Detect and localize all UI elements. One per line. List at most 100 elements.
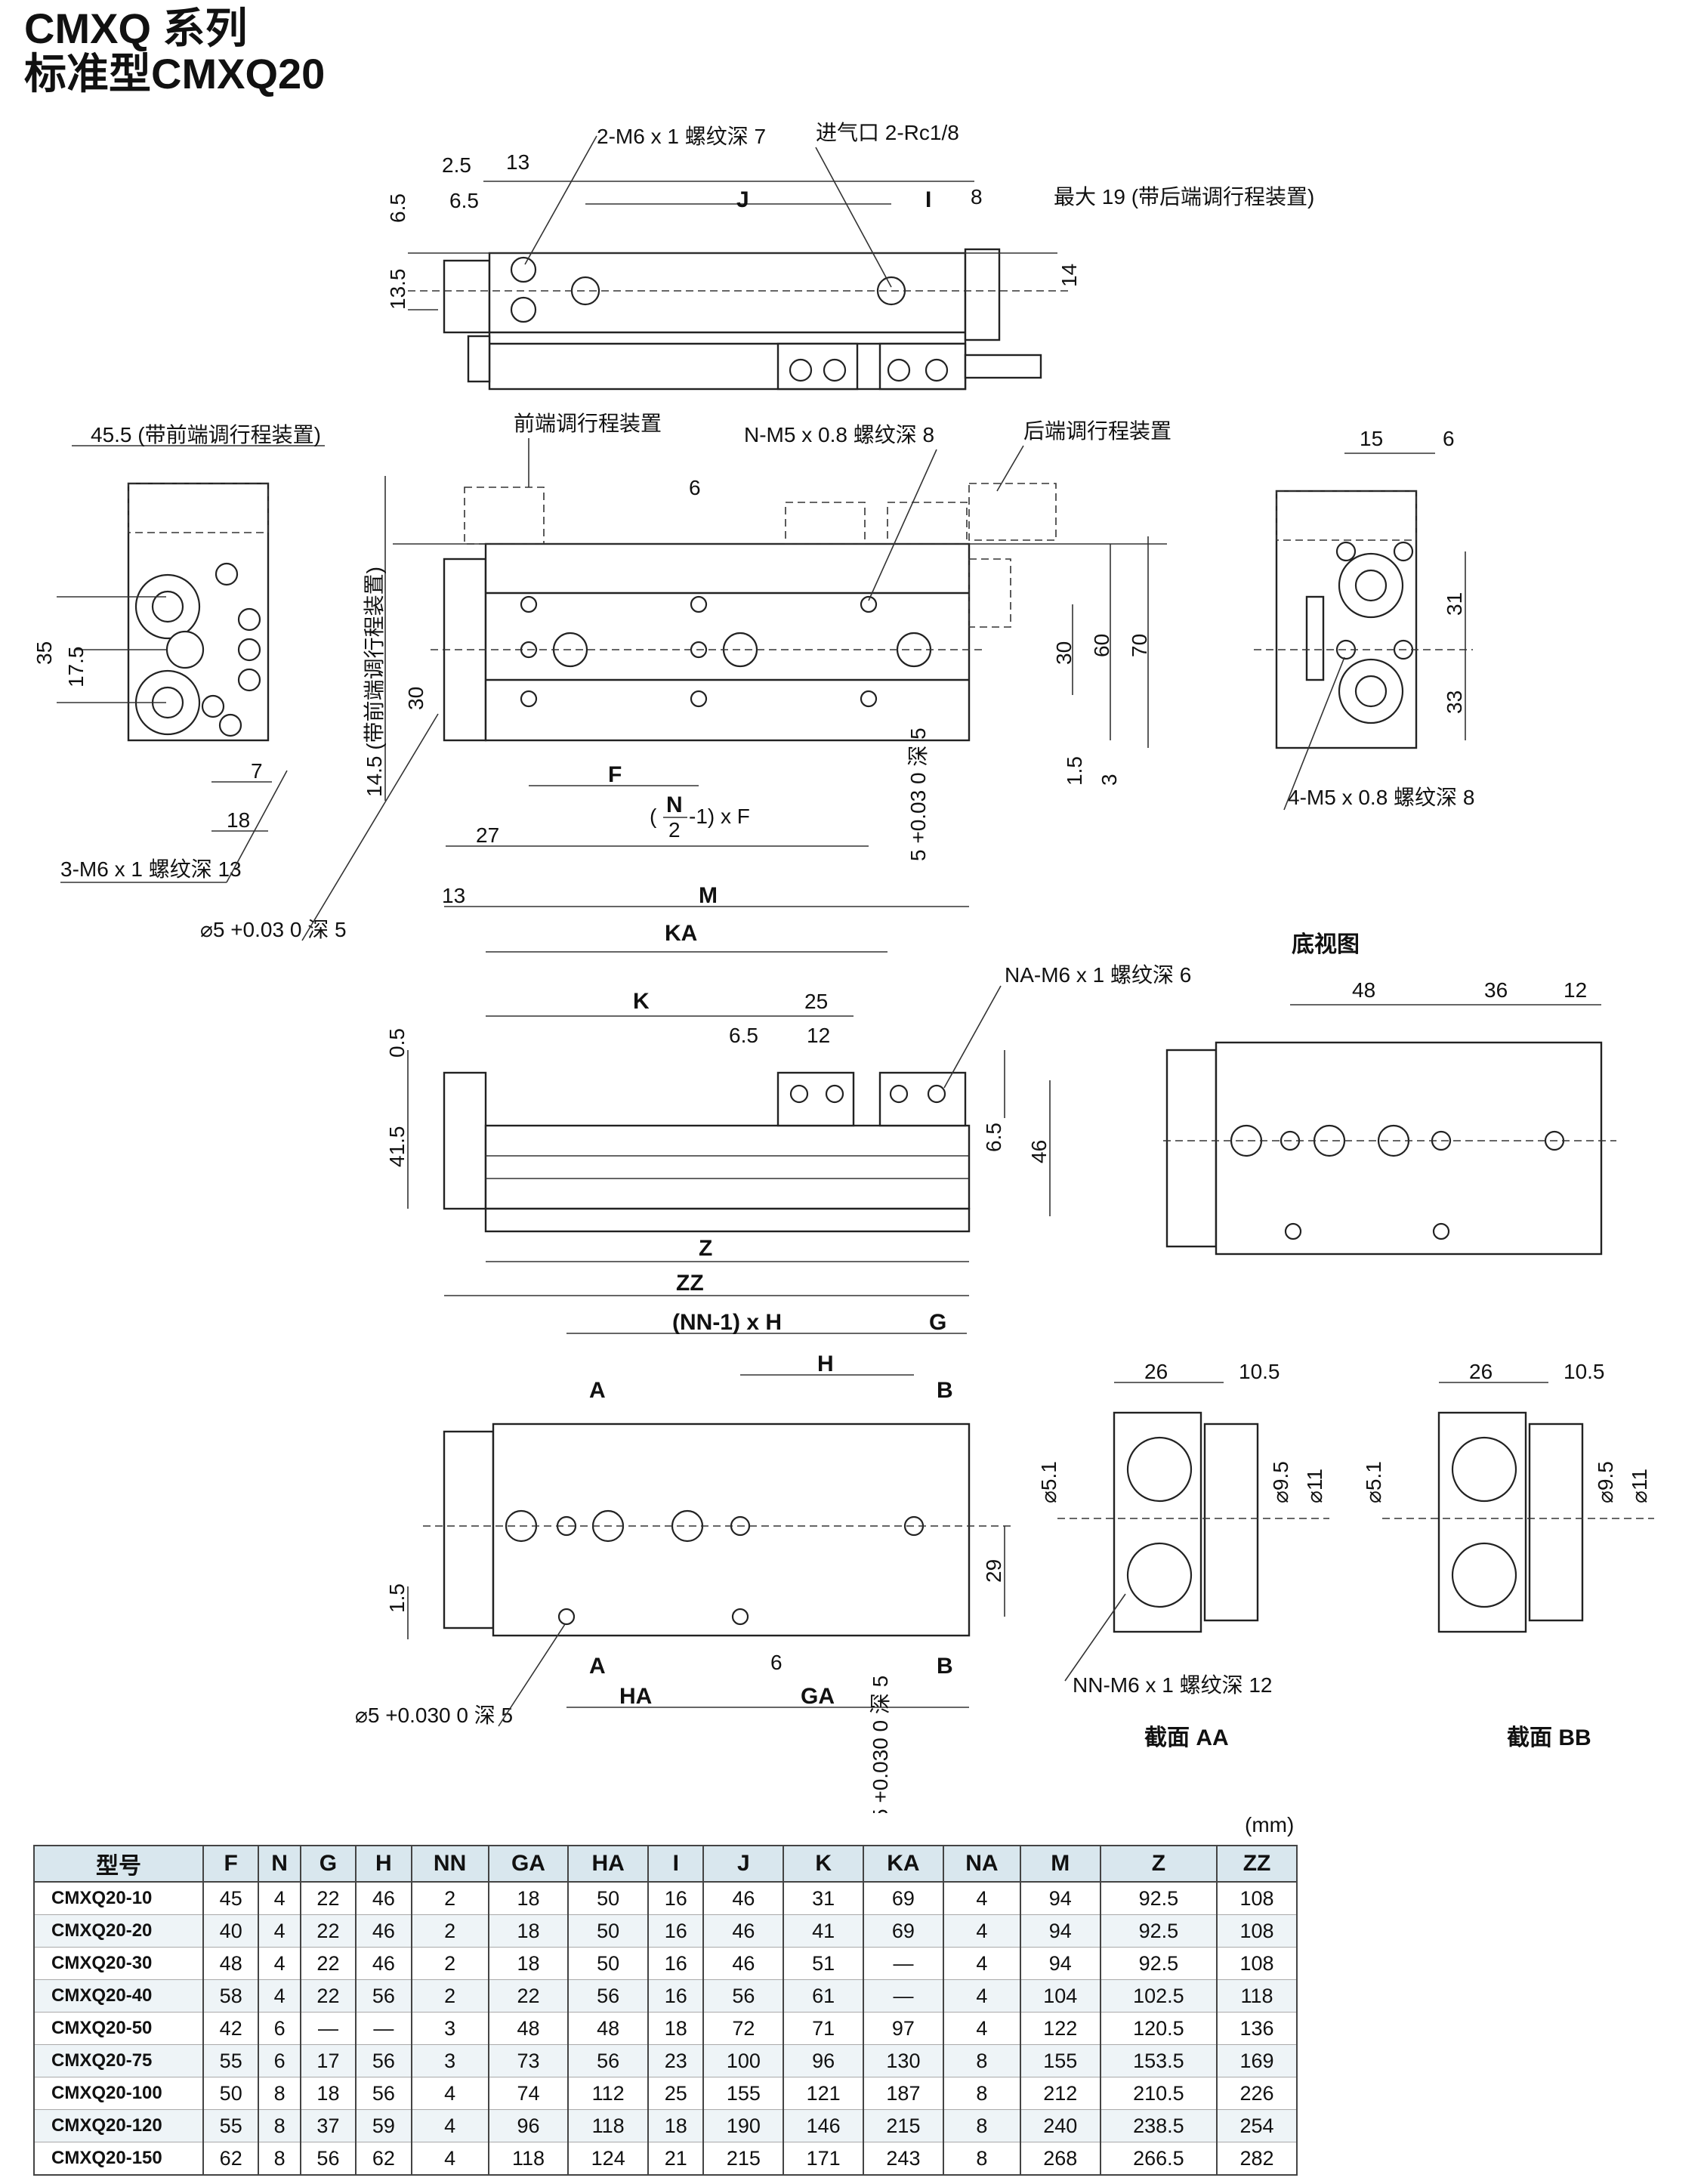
table-cell: 18 bbox=[487, 1882, 570, 1915]
dim-H: H bbox=[817, 1351, 834, 1376]
table-cell: 130 bbox=[863, 2044, 944, 2077]
callout-inlet: 进气口 2-Rc1/8 bbox=[816, 121, 959, 144]
table-cell: 22 bbox=[299, 1947, 357, 1980]
dim-dia9-5-aa: ⌀9.5 bbox=[1269, 1461, 1292, 1503]
dim-6-5-v: 6.5 bbox=[386, 193, 409, 223]
table-cell: 48 bbox=[567, 2012, 650, 2045]
table-cell: 2 bbox=[410, 1947, 489, 1980]
section-mark-A-top: A bbox=[589, 1378, 606, 1403]
lower-view: (NN-1) x H G H A B 1.5 29 A 6 B HA GA ⌀5… bbox=[355, 1310, 1012, 1813]
dim-15: 15 bbox=[1360, 427, 1383, 450]
dim-48: 48 bbox=[1352, 978, 1375, 1002]
table-cell: — bbox=[355, 2012, 412, 2045]
table-cell: 155 bbox=[702, 2077, 785, 2110]
dim-18: 18 bbox=[227, 808, 250, 832]
dim-29: 29 bbox=[982, 1559, 1005, 1583]
callout-4-m5: 4-M5 x 0.8 螺纹深 8 bbox=[1288, 786, 1474, 809]
dim-KA: KA bbox=[665, 921, 697, 946]
svg-text:-1) x F: -1) x F bbox=[689, 805, 750, 828]
callout-na-m6: NA-M6 x 1 螺纹深 6 bbox=[1005, 963, 1191, 987]
dim-36: 36 bbox=[1484, 978, 1508, 1002]
front-view: 前端调行程装置 N-M5 x 0.8 螺纹深 8 后端调行程装置 6 30 60… bbox=[363, 412, 1172, 861]
table-cell: 4 bbox=[258, 1947, 301, 1980]
column-header: K bbox=[783, 1845, 865, 1883]
table-cell: 8 bbox=[942, 2142, 1021, 2176]
table-cell: 46 bbox=[355, 1914, 412, 1948]
table-cell: 6 bbox=[258, 2044, 301, 2077]
callout-n-m5: N-M5 x 0.8 螺纹深 8 bbox=[744, 423, 934, 446]
table-cell: 171 bbox=[783, 2142, 865, 2176]
model-cell: CMXQ20-20 bbox=[33, 1914, 204, 1948]
column-header: Z bbox=[1099, 1845, 1218, 1883]
table-cell: 266.5 bbox=[1099, 2142, 1218, 2176]
dim-14-v: 14 bbox=[1057, 264, 1081, 287]
table-cell: 73 bbox=[487, 2044, 570, 2077]
dim-dia11-bb: ⌀11 bbox=[1628, 1469, 1651, 1503]
table-cell: 124 bbox=[567, 2142, 650, 2176]
table-cell: 16 bbox=[647, 1947, 705, 1980]
table-cell: 22 bbox=[299, 1914, 357, 1948]
table-cell: 18 bbox=[487, 1914, 570, 1948]
table-cell: 16 bbox=[647, 1882, 705, 1915]
table-cell: 21 bbox=[647, 2142, 705, 2176]
dim-K: K bbox=[633, 989, 650, 1014]
table-cell: 102.5 bbox=[1099, 1979, 1218, 2013]
table-cell: 238.5 bbox=[1099, 2109, 1218, 2142]
model-cell: CMXQ20-150 bbox=[33, 2142, 204, 2176]
column-header: G bbox=[299, 1845, 357, 1883]
table-cell: 97 bbox=[863, 2012, 944, 2045]
dim-70: 70 bbox=[1128, 634, 1151, 657]
table-cell: 16 bbox=[647, 1914, 705, 1948]
svg-text:N: N bbox=[666, 792, 683, 817]
table-cell: 169 bbox=[1216, 2044, 1298, 2077]
table-cell: 25 bbox=[647, 2077, 705, 2110]
table-cell: 92.5 bbox=[1099, 1914, 1218, 1948]
table-cell: 215 bbox=[702, 2142, 785, 2176]
dim-31: 31 bbox=[1443, 592, 1466, 616]
table-cell: 8 bbox=[258, 2142, 301, 2176]
bottom-view: 底视图 48 36 12 bbox=[1163, 932, 1616, 1256]
table-cell: 50 bbox=[567, 1914, 650, 1948]
dim-6-right: 6 bbox=[1443, 427, 1455, 450]
dim-13-side: 13 bbox=[442, 884, 465, 907]
dim-ZZ: ZZ bbox=[676, 1271, 704, 1296]
table-cell: 94 bbox=[1019, 1882, 1101, 1915]
dim-dia5-1-bb: ⌀5.1 bbox=[1362, 1461, 1385, 1503]
table-cell: — bbox=[863, 1947, 944, 1980]
table-cell: 4 bbox=[258, 1979, 301, 2013]
callout-3-m6: 3-M6 x 1 螺纹深 13 bbox=[60, 857, 242, 881]
table-cell: 215 bbox=[863, 2109, 944, 2142]
table-cell: 31 bbox=[783, 1882, 865, 1915]
dim-6-5-side: 6.5 bbox=[729, 1024, 758, 1047]
table-cell: 118 bbox=[487, 2142, 570, 2176]
table-cell: 69 bbox=[863, 1914, 944, 1948]
dim-F: F bbox=[608, 762, 622, 787]
table-cell: 72 bbox=[702, 2012, 785, 2045]
dim-nn-h: (NN-1) x H bbox=[672, 1310, 782, 1335]
table-cell: 240 bbox=[1019, 2109, 1101, 2142]
callout-dia5-left: ⌀5 +0.03 0 深 5 bbox=[200, 918, 347, 941]
table-cell: 69 bbox=[863, 1882, 944, 1915]
model-cell: CMXQ20-120 bbox=[33, 2109, 204, 2142]
depth-note-front: 5 +0.03 0 深 5 bbox=[906, 727, 930, 861]
dim-6-5: 6.5 bbox=[449, 189, 479, 212]
left-end-view: 45.5 (带前端调行程装置) 35 17.5 7 18 3-M6 x 1 螺纹… bbox=[32, 423, 439, 941]
table-cell: — bbox=[299, 2012, 357, 2045]
section-mark-B-top: B bbox=[937, 1378, 953, 1403]
dim-10-5-aa: 10.5 bbox=[1239, 1360, 1280, 1383]
right-end-view: 15 6 31 33 4-M5 x 0.8 螺纹深 8 bbox=[1254, 427, 1474, 811]
table-cell: 59 bbox=[355, 2109, 412, 2142]
callout-max19: 最大 19 (带后端调行程装置) bbox=[1054, 185, 1314, 209]
dim-M: M bbox=[699, 883, 718, 908]
dim-0-5: 0.5 bbox=[385, 1028, 409, 1058]
column-header: NA bbox=[942, 1845, 1021, 1883]
column-header: KA bbox=[863, 1845, 944, 1883]
table-cell: 18 bbox=[299, 2077, 357, 2110]
dim-46: 46 bbox=[1027, 1140, 1051, 1163]
section-bb: 26 10.5 ⌀5.1 ⌀9.5 ⌀11 截面 BB bbox=[1362, 1360, 1654, 1750]
table-cell: 108 bbox=[1216, 1914, 1298, 1948]
table-cell: 51 bbox=[783, 1947, 865, 1980]
